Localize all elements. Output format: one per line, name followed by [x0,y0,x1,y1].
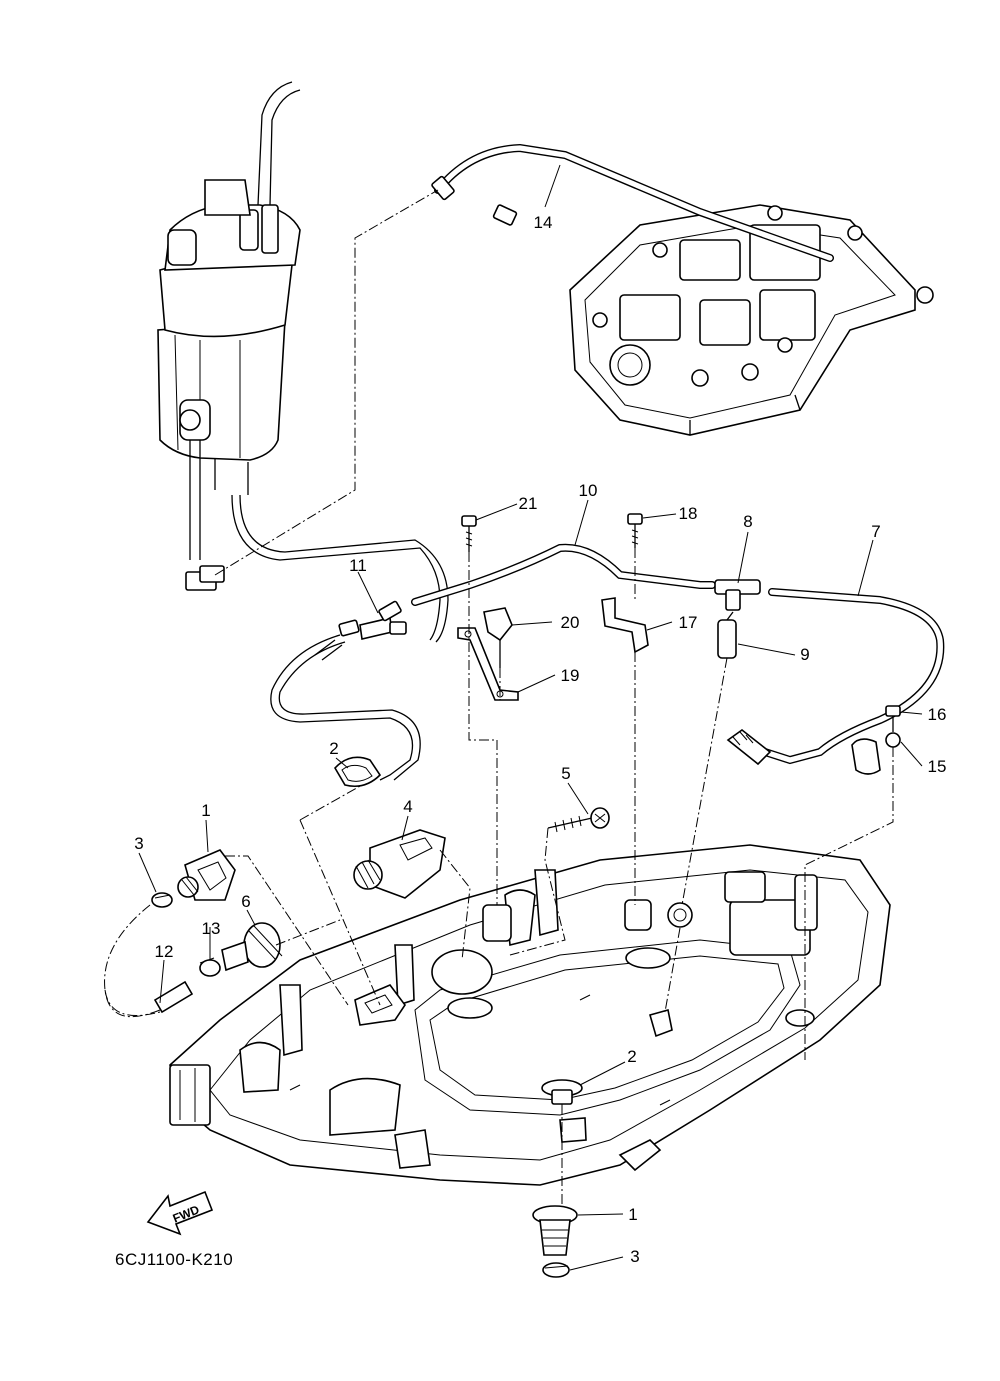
callout-11: 11 [349,556,367,575]
clip-1-bottom [532,1205,578,1256]
screw-5 [547,807,610,833]
bracket-19 [457,627,519,701]
joint-11 [338,600,407,640]
clamp-3-bottom [542,1262,570,1278]
fitting-6 [221,922,283,972]
leader-lines [138,164,923,1271]
callout-1-left: 1 [201,801,210,820]
hose-10 [411,543,716,606]
callout-2-lower: 2 [627,1047,636,1066]
clamp-13 [199,957,221,977]
clamp-3-left [151,892,173,908]
callout-12: 12 [155,942,174,961]
fitting-4 [353,829,446,899]
callout-20: 20 [561,613,580,632]
grommet-2-lower [541,1079,583,1105]
callout-15: 15 [928,757,947,776]
callout-9: 9 [800,645,809,664]
joint-8 [714,579,761,611]
hose-11-loop [270,634,421,781]
hose-14 [431,143,834,262]
vapor-separator-assembly [157,81,449,643]
callout-5: 5 [561,764,570,783]
bracket-17 [601,597,649,654]
callout-2-upper: 2 [329,739,338,758]
callouts: 14 10 21 18 8 7 11 20 17 9 19 16 15 2 5 … [134,213,946,1266]
bottom-cowling [169,844,891,1186]
grommet-2-upper [334,756,382,788]
callout-8: 8 [743,512,752,531]
callout-17: 17 [679,613,698,632]
callout-13: 13 [202,919,221,938]
bolt-21 [461,515,477,552]
drain-plug [649,1008,673,1038]
callout-10: 10 [579,481,598,500]
assembly-lines [104,548,894,1205]
callout-3-left: 3 [134,834,143,853]
diagram-code: 6CJ1100-K210 [115,1250,233,1269]
callout-18: 18 [679,504,698,523]
clip-15 [851,732,901,775]
callout-14: 14 [534,213,553,232]
hose-7 [726,588,945,766]
hose-12 [104,904,194,1018]
callout-3-lower: 3 [630,1247,639,1266]
callout-4: 4 [403,797,412,816]
callout-21: 21 [519,494,538,513]
fwd-arrow-icon: FWD [146,1190,214,1236]
callout-16: 16 [928,705,947,724]
callout-6: 6 [241,892,250,911]
engine-mount-plate [569,204,934,436]
clip-1-left [177,849,236,901]
callout-19: 19 [561,666,580,685]
callout-7: 7 [871,522,880,541]
clip-20 [483,607,513,668]
bolt-16 [885,705,901,732]
bolt-18 [627,513,643,548]
hose-9 [717,611,737,659]
callout-1-lower: 1 [628,1205,637,1224]
